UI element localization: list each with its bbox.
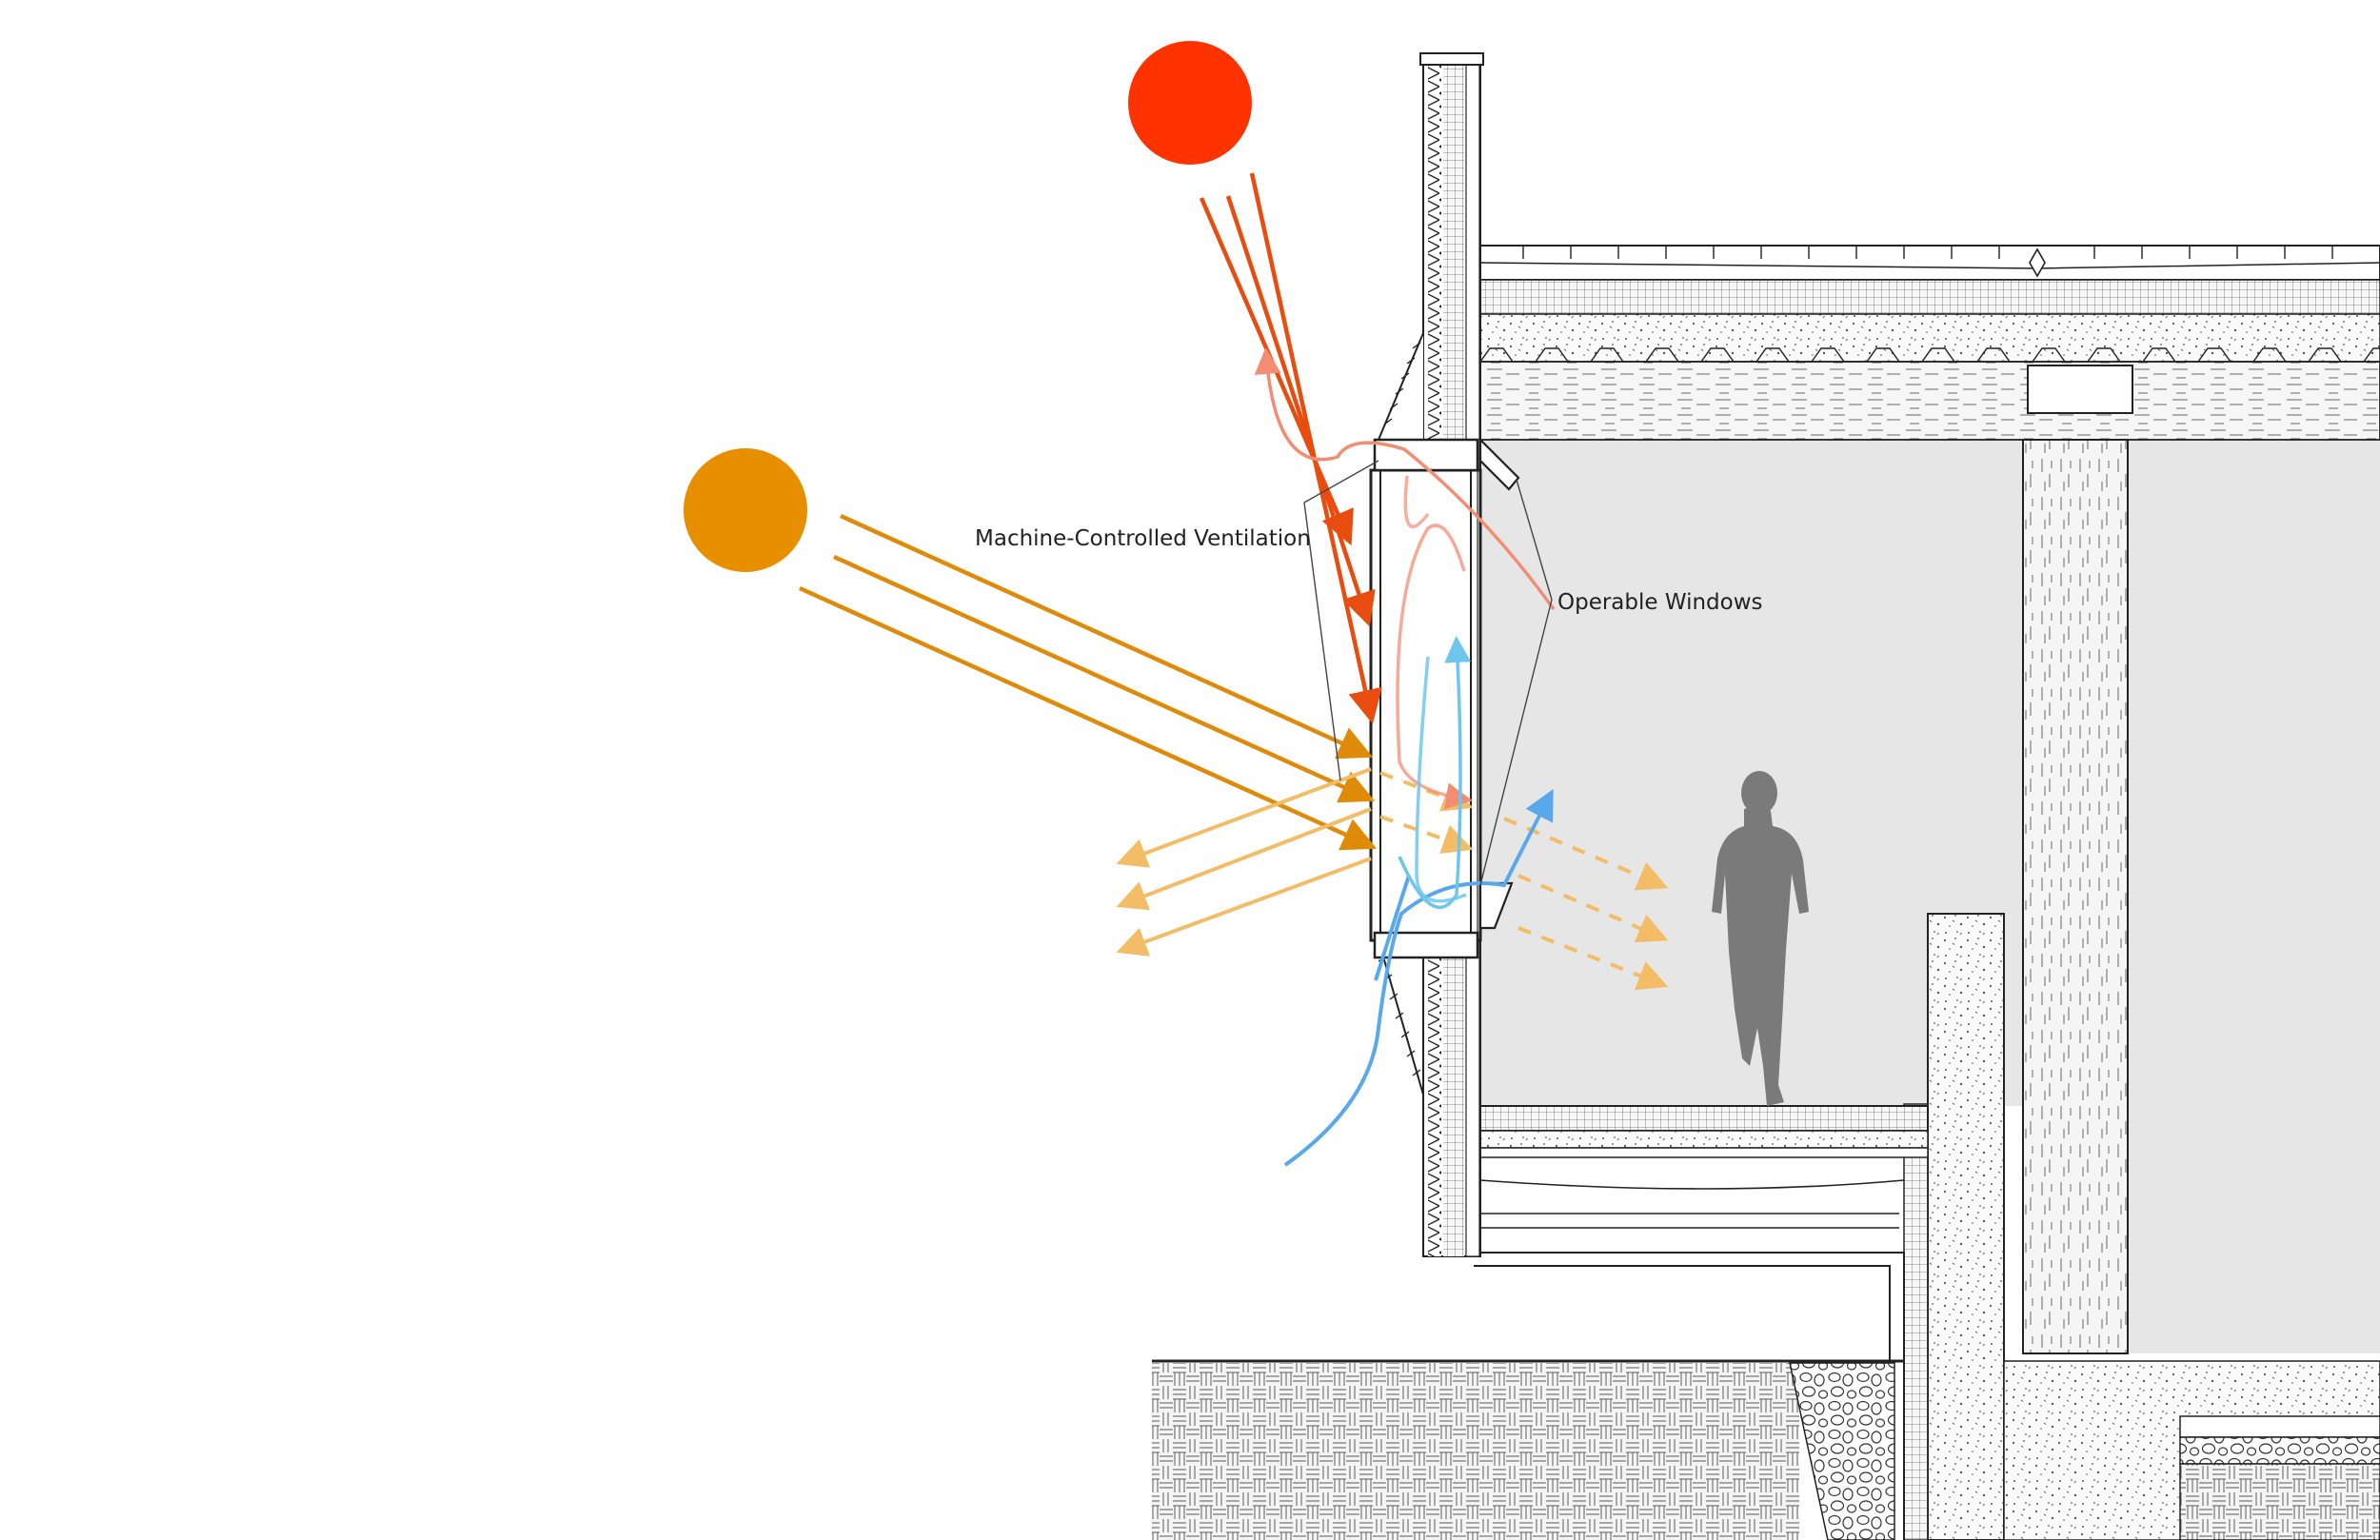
floor-slab bbox=[1456, 1105, 1929, 1540]
lower-flashing bbox=[1377, 939, 1424, 1096]
reflected-rays bbox=[1116, 767, 1372, 957]
leader-lines bbox=[1303, 460, 1553, 886]
operable-windows-label: Operable Windows bbox=[1557, 590, 1763, 615]
machine-controlled-ventilation-label: Machine-Controlled Ventilation bbox=[975, 526, 1311, 551]
double-skin-facade bbox=[1369, 438, 1482, 959]
exterior-wall-upper bbox=[1419, 52, 1484, 471]
winter-sun-icon bbox=[684, 448, 807, 572]
roof-slab bbox=[1479, 245, 2380, 441]
warm-air-flow bbox=[1254, 347, 1556, 810]
person-silhouette-icon bbox=[1712, 771, 1809, 1106]
building-section bbox=[1152, 52, 2380, 1540]
winter-solar-rays bbox=[799, 513, 1378, 851]
summer-sun-icon bbox=[1128, 41, 1252, 165]
exterior-wall-lower bbox=[1422, 939, 1481, 1257]
operable-window-upper bbox=[1478, 437, 1520, 491]
interior-column bbox=[2022, 439, 2129, 1354]
ground bbox=[1152, 1359, 2380, 1540]
summer-solar-rays bbox=[1199, 172, 1382, 724]
cool-air-loop bbox=[1398, 636, 1472, 909]
cool-air-flow bbox=[1283, 788, 1554, 1167]
interior-room-right bbox=[2128, 440, 2380, 1353]
interior-low-wall bbox=[1927, 913, 2005, 1540]
roof-duct bbox=[2027, 365, 2133, 414]
